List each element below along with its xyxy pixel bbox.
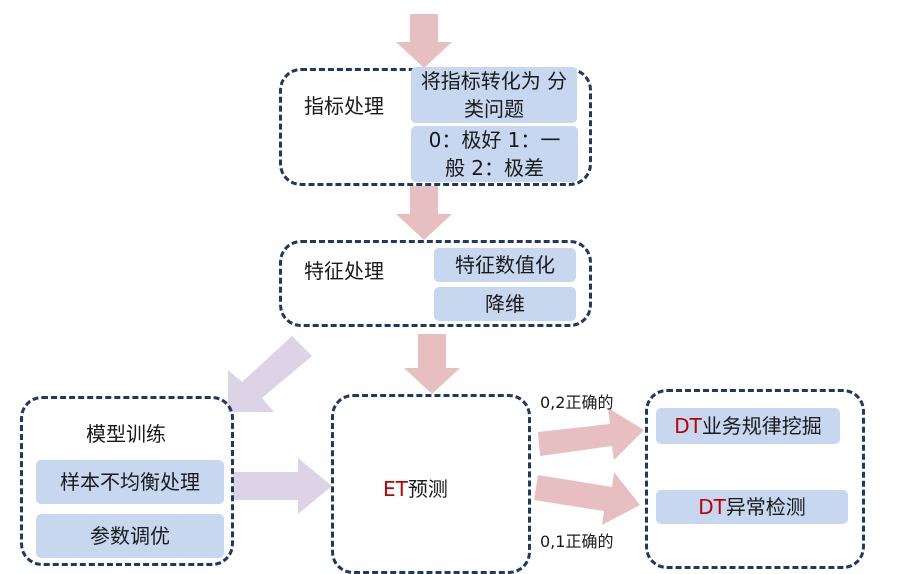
arrow-predict-to-dt-lower [534,472,640,525]
indicator-processing-title: 指标处理 [304,94,384,118]
indicator-chip-levels: 0：极好 1：一般 2：极差 [411,126,578,182]
connector-arrows [228,14,644,525]
dt-chip-anomaly-detection-label: 异常检测 [725,495,806,519]
feature-processing-title: 特征处理 [304,259,384,283]
et-prediction-label: ET预测 [383,473,448,502]
arrow-indicator-to-feature [396,186,452,240]
arrow-feature-to-predict [404,334,460,394]
arrow-predict-to-dt-upper [538,408,644,460]
edge-label-lower: 0,1正确的 [540,532,614,551]
feature-chip-dimension-reduction: 降维 [434,287,576,321]
arrow-model-to-predict [233,458,332,514]
model-chip-tuning: 参数调优 [36,514,224,558]
model-training-title: 模型训练 [86,422,166,446]
indicator-chip-classification: 将指标转化为 分类问题 [411,67,577,123]
edge-label-upper: 0,2正确的 [540,393,614,412]
arrow-top [396,14,452,68]
dt-chip-business-rules-label: 业务规律挖掘 [701,414,822,438]
et-prefix: ET [383,477,408,501]
feature-processing-box [279,240,592,327]
dt-prefix-2: DT [698,495,726,519]
arrow-feature-to-model [228,336,312,412]
dt-prefix: DT [674,414,702,438]
et-suffix: 预测 [407,477,448,501]
model-chip-imbalance: 样本不均衡处理 [36,460,224,504]
feature-chip-numeric: 特征数值化 [434,248,576,282]
